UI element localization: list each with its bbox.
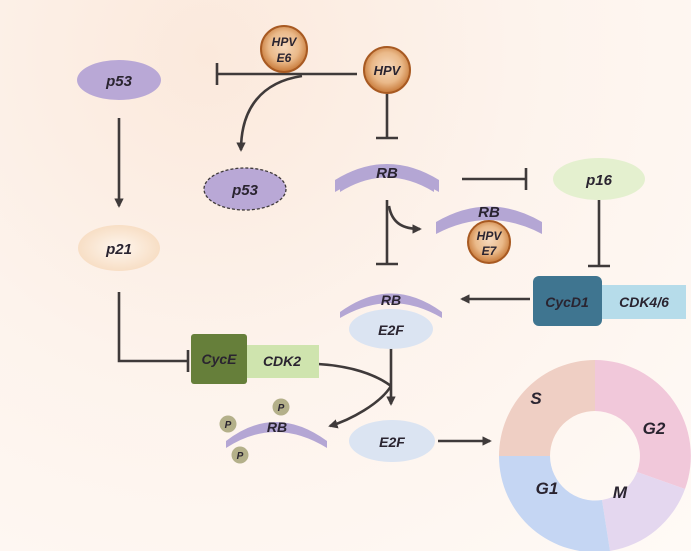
svg-text:RB: RB [381,292,401,308]
svg-text:RB: RB [267,419,287,435]
phosphate-marker: P [272,398,290,416]
svg-text:HPV: HPV [477,229,503,243]
cycd1-cdk46-complex: CycD1 CDK4/6 [533,276,686,326]
p53-node: p53 [77,60,161,100]
phase-s-segment [499,360,595,456]
svg-text:CycD1: CycD1 [545,294,589,310]
phosphate-marker: P [219,415,237,433]
svg-text:CDK2: CDK2 [263,353,301,369]
phase-g2-label: G2 [643,419,666,438]
svg-text:E2F: E2F [378,322,404,338]
rb-e2f-complex: E2F RB [340,292,442,349]
p21-node: p21 [78,225,160,271]
rb-e7-complex: RB HPV E7 [436,204,542,264]
phosphate-marker: P [231,446,249,464]
svg-text:HPV: HPV [374,63,402,78]
svg-text:p16: p16 [585,172,613,189]
rb-node: RB [335,164,439,192]
svg-text:CycE: CycE [201,351,237,367]
cyce-cdk2-complex: CycE CDK2 [191,334,319,384]
edge-complex-to-prb [328,385,393,429]
svg-text:E6: E6 [277,51,292,65]
phase-m-label: M [613,483,628,502]
svg-text:p21: p21 [105,241,132,258]
phase-g1-segment [498,456,610,551]
edge-cdk2-to-release [317,362,392,388]
edge-p53-degradation [236,74,303,152]
svg-text:E2F: E2F [379,434,405,450]
svg-text:p53: p53 [105,73,133,90]
svg-text:HPV: HPV [272,35,298,49]
rb-phosphorylated-node: RB P P P [219,398,327,464]
edge-rb-to-e7-complex [387,205,422,234]
svg-text:RB: RB [376,165,398,182]
p53-degraded-node: p53 [203,167,287,211]
edge-p21-inhibits-cyce [117,292,188,363]
e2f-free-node: E2F [349,420,435,462]
phase-g2-segment [595,360,691,489]
svg-text:P: P [278,403,285,414]
phase-s-label: S [530,389,542,408]
svg-text:P: P [225,420,232,431]
phase-m-segment [602,472,685,551]
hpv-e6-node: HPV E6 [260,25,308,73]
svg-text:CDK4/6: CDK4/6 [619,294,669,310]
cell-cycle-donut: S G2 M G1 [498,360,691,551]
svg-text:RB: RB [478,204,500,221]
phase-g1-label: G1 [536,479,559,498]
svg-text:P: P [237,451,244,462]
p16-node: p16 [553,158,645,200]
hpv-node: HPV [363,46,411,94]
svg-text:p53: p53 [231,182,259,199]
svg-text:E7: E7 [482,244,498,258]
